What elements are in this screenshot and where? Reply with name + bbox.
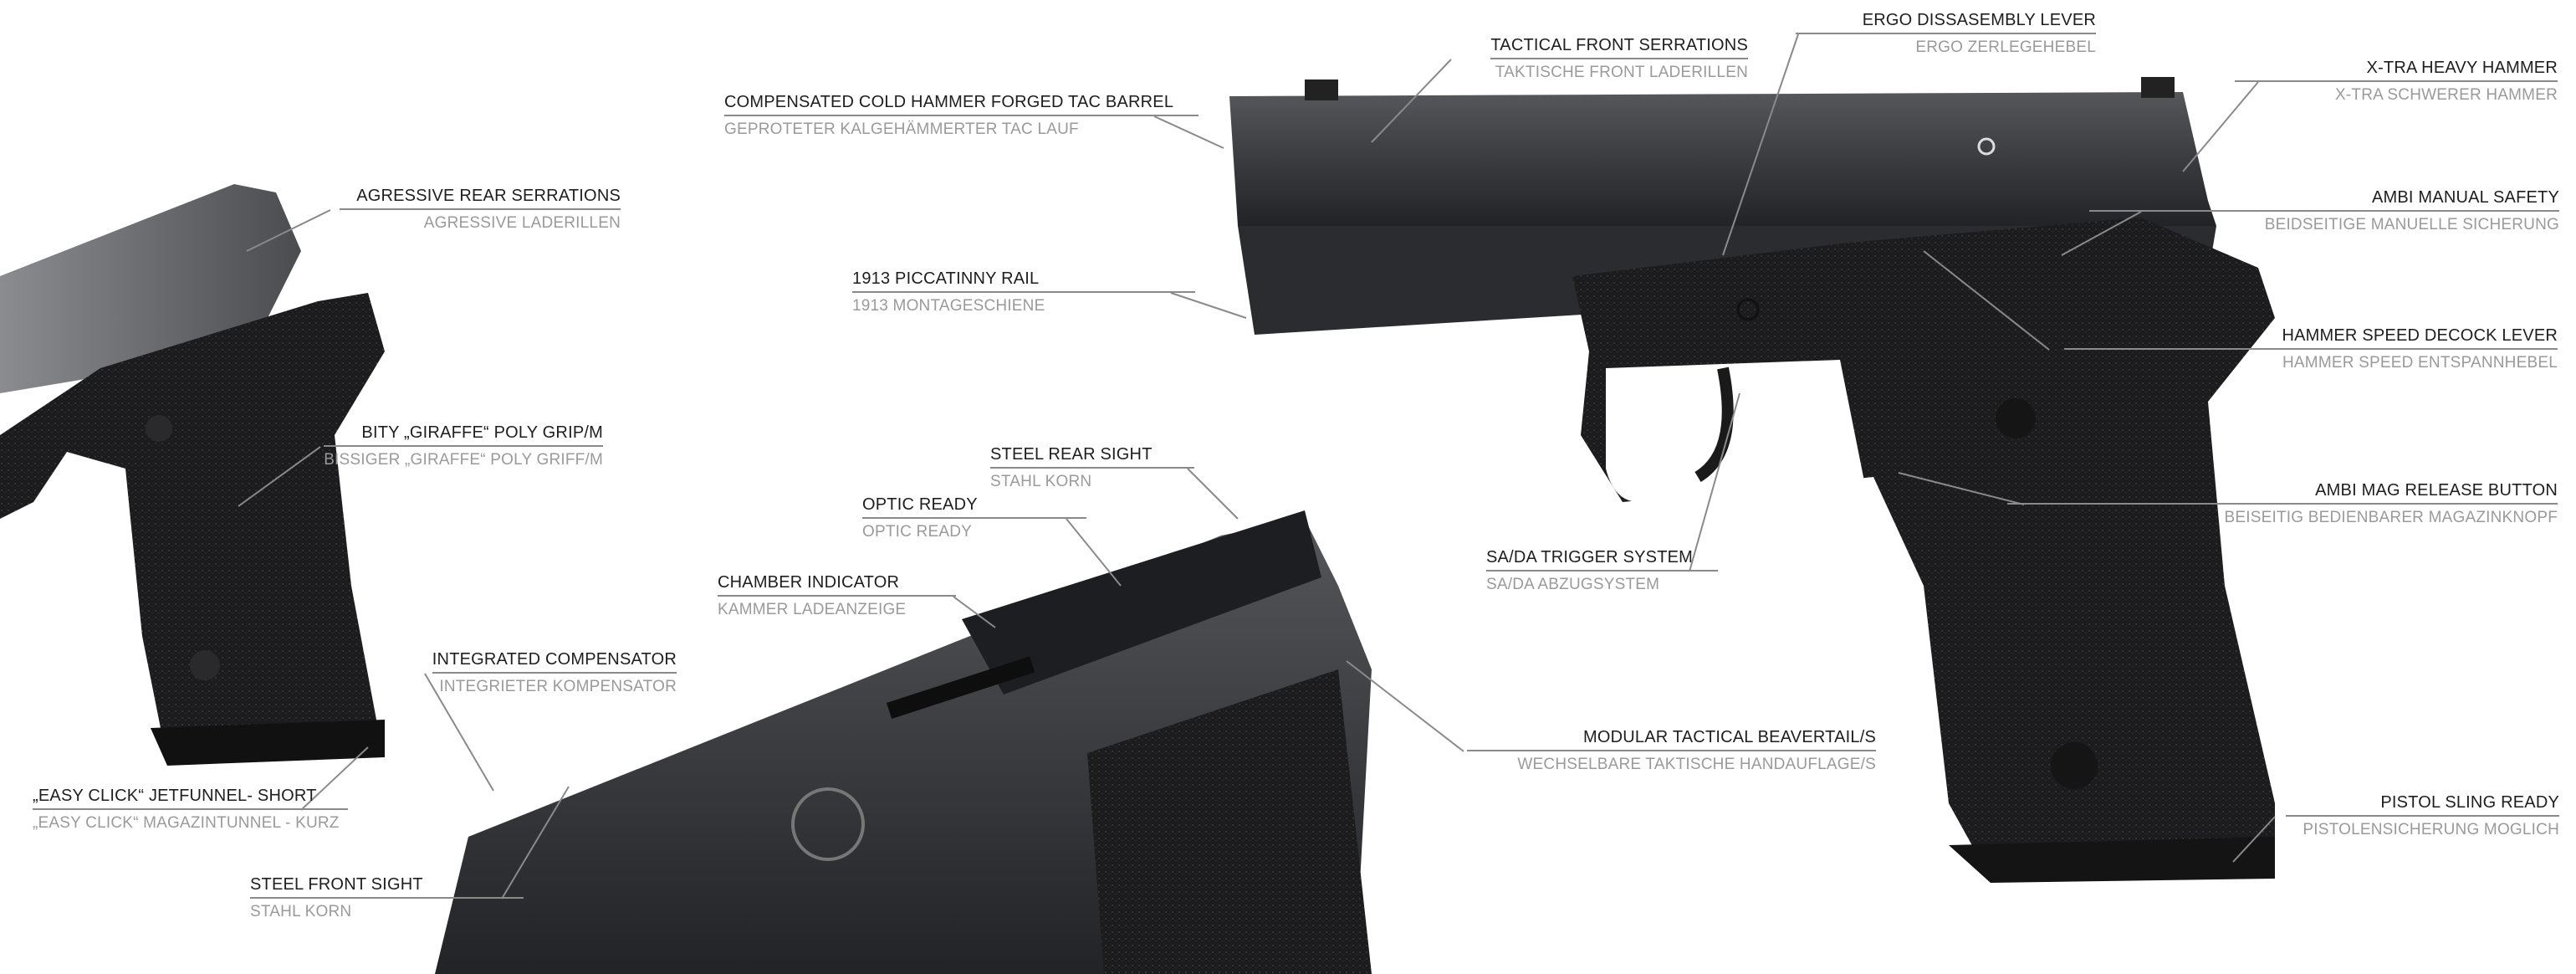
callout-rule	[718, 595, 957, 597]
callout-steel-rear-sight: STEEL REAR SIGHT STAHL KORN	[990, 444, 1194, 492]
callout-subtitle: SA/DA ABZUGSYSTEM	[1486, 576, 1660, 593]
callout-rule	[250, 897, 524, 899]
callout-subtitle: BEISEITIG BEDIENBARER MAGAZINKNOPF	[2224, 509, 2558, 526]
callout-title: AMBI MAG RELEASE BUTTON	[2315, 481, 2558, 500]
callout-subtitle: „EASY CLICK“ MAGAZINTUNNEL - KURZ	[33, 814, 340, 832]
callout-subtitle: STAHL KORN	[250, 903, 352, 920]
callout-title: PISTOL SLING READY	[2380, 793, 2559, 812]
bottom-pistol-image	[435, 510, 1372, 974]
callout-rule	[2006, 503, 2558, 505]
callout-title: AMBI MANUAL SAFETY	[2371, 188, 2559, 207]
callout-title: HAMMER SPEED DECOCK LEVER	[2282, 326, 2558, 345]
callout-agressive-rear-serrations: AGRESSIVE REAR SERRATIONS AGRESSIVE LADE…	[340, 186, 621, 233]
callout-rule	[340, 208, 621, 210]
callout-title: AGRESSIVE REAR SERRATIONS	[356, 187, 621, 205]
callout-rule	[324, 445, 603, 447]
callout-compensated-barrel: COMPENSATED COLD HAMMER FORGED TAC BARRE…	[724, 92, 1199, 140]
callout-subtitle: ERGO ZERLEGEHEBEL	[1915, 38, 2096, 56]
callout-rule	[432, 672, 677, 674]
callout-modular-beavertail: MODULAR TACTICAL BEAVERTAIL/S WECHSELBAR…	[1467, 727, 1876, 775]
callout-subtitle: X-TRA SCHWERER HAMMER	[2335, 86, 2558, 104]
callout-subtitle: WECHSELBARE TAKTISCHE HANDAUFLAGE/S	[1517, 756, 1876, 773]
callout-ambi-mag-release: AMBI MAG RELEASE BUTTON BEISEITIG BEDIEN…	[2006, 480, 2558, 528]
callout-sa-da-trigger: SA/DA TRIGGER SYSTEM SA/DA ABZUGSYSTEM	[1486, 547, 1719, 595]
callout-bity-giraffe-grip: BITY „GIRAFFE“ POLY GRIP/M BISSIGER „GIR…	[324, 423, 603, 470]
callout-pistol-sling-ready: PISTOL SLING READY PISTOLENSICHERUNG MOG…	[2286, 792, 2559, 840]
callout-rule	[2088, 210, 2559, 212]
callout-ergo-disassembly-lever: ERGO DISSASEMBLY LEVER ERGO ZERLEGEHEBEL	[1795, 10, 2096, 58]
callout-subtitle: 1913 MONTAGESCHIENE	[852, 297, 1045, 315]
callout-rule	[2286, 815, 2559, 817]
callout-rule	[862, 517, 1086, 519]
callout-subtitle: AGRESSIVE LADERILLEN	[423, 214, 621, 232]
callout-subtitle: HAMMER SPEED ENTSPANNHEBEL	[2282, 354, 2558, 372]
callout-ambi-manual-safety: AMBI MANUAL SAFETY BEIDSEITIGE MANUELLE …	[2088, 187, 2559, 235]
callout-rule	[990, 467, 1194, 469]
right-pistol-image	[1229, 77, 2275, 883]
callout-rule	[2235, 80, 2558, 82]
callout-rule	[852, 291, 1196, 293]
callout-rule	[1490, 58, 1748, 59]
callout-title: BITY „GIRAFFE“ POLY GRIP/M	[361, 423, 603, 442]
callout-title: 1913 PICCATINNY RAIL	[852, 269, 1040, 288]
left-pistol-image	[0, 184, 385, 766]
callout-title: SA/DA TRIGGER SYSTEM	[1486, 548, 1694, 566]
callout-optic-ready: OPTIC READY OPTIC READY	[862, 495, 1086, 542]
callout-integrated-compensator: INTEGRATED COMPENSATOR INTEGRIETER KOMPE…	[432, 649, 677, 697]
callout-subtitle: BISSIGER „GIRAFFE“ POLY GRIFF/M	[324, 451, 603, 469]
callout-title: STEEL REAR SIGHT	[990, 445, 1153, 464]
callout-subtitle: STAHL KORN	[990, 473, 1092, 490]
callout-title: COMPENSATED COLD HAMMER FORGED TAC BARRE…	[724, 93, 1174, 111]
callout-title: ERGO DISSASEMBLY LEVER	[1862, 11, 2096, 29]
callout-subtitle: INTEGRIETER KOMPENSATOR	[439, 678, 677, 695]
callout-rule	[724, 115, 1199, 116]
callout-rule	[33, 808, 348, 810]
leader-lines	[238, 33, 2276, 900]
callout-rule	[1467, 750, 1876, 751]
callout-xtra-heavy-hammer: X-TRA HEAVY HAMMER X-TRA SCHWERER HAMMER	[2235, 58, 2558, 105]
callout-easy-click-jetfunnel: „EASY CLICK“ JETFUNNEL- SHORT „EASY CLIC…	[33, 786, 348, 833]
callout-tactical-front-serrations: TACTICAL FRONT SERRATIONS TAKTISCHE FRON…	[1490, 35, 1748, 83]
callout-subtitle: BEIDSEITIGE MANUELLE SICHERUNG	[2264, 216, 2559, 233]
callout-subtitle: OPTIC READY	[862, 523, 972, 541]
callout-steel-front-sight: STEEL FRONT SIGHT STAHL KORN	[250, 874, 524, 922]
callout-subtitle: PISTOLENSICHERUNG MOGLICH	[2303, 821, 2559, 838]
callout-picatinny-rail: 1913 PICCATINNY RAIL 1913 MONTAGESCHIENE	[852, 269, 1196, 316]
callout-title: „EASY CLICK“ JETFUNNEL- SHORT	[33, 787, 317, 805]
callout-chamber-indicator: CHAMBER INDICATOR KAMMER LADEANZEIGE	[718, 572, 957, 620]
callout-rule	[2064, 348, 2558, 350]
callout-title: OPTIC READY	[862, 495, 978, 514]
callout-title: X-TRA HEAVY HAMMER	[2366, 59, 2558, 77]
callout-rule	[1795, 33, 2096, 34]
callout-title: INTEGRATED COMPENSATOR	[432, 650, 677, 669]
callout-hammer-speed-decock: HAMMER SPEED DECOCK LEVER HAMMER SPEED E…	[2064, 326, 2558, 373]
callout-title: TACTICAL FRONT SERRATIONS	[1490, 36, 1748, 54]
callout-subtitle: TAKTISCHE FRONT LADERILLEN	[1495, 64, 1748, 81]
callout-subtitle: GEPROTETER KALGEHÄMMERTER TAC LAUF	[724, 120, 1079, 138]
callout-title: MODULAR TACTICAL BEAVERTAIL/S	[1583, 728, 1876, 746]
callout-subtitle: KAMMER LADEANZEIGE	[718, 601, 907, 618]
callout-title: STEEL FRONT SIGHT	[250, 875, 423, 894]
callout-title: CHAMBER INDICATOR	[718, 573, 900, 592]
callout-rule	[1486, 570, 1719, 572]
